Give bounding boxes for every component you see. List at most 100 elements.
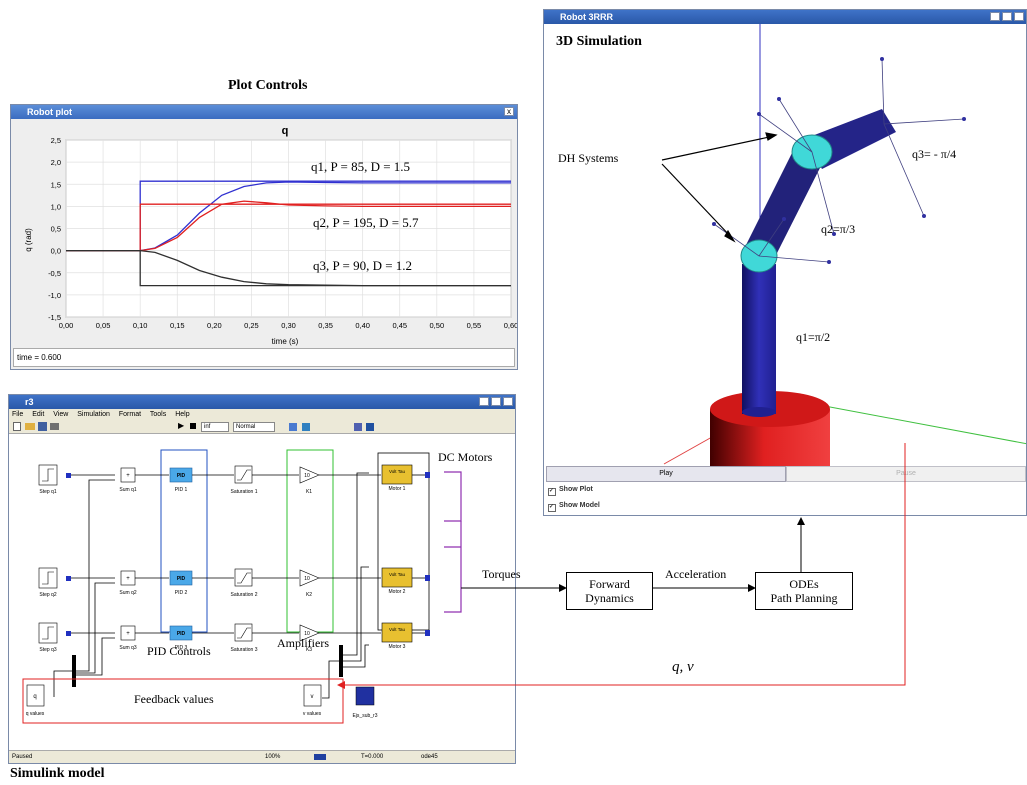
scope-icon[interactable] bbox=[366, 423, 374, 431]
sum-label: Sum q3 bbox=[119, 645, 136, 651]
feedback-values-label: Feedback values bbox=[134, 692, 214, 706]
motor-block bbox=[381, 567, 413, 588]
menu-view[interactable]: View bbox=[53, 411, 69, 418]
show-model-checkbox[interactable]: ✓Show Model bbox=[548, 502, 600, 512]
x-tick-label: 0,05 bbox=[96, 321, 111, 330]
maximize-icon[interactable] bbox=[491, 397, 501, 406]
odes-box: ODEs Path Planning bbox=[755, 572, 853, 610]
print-icon[interactable] bbox=[50, 423, 59, 430]
y-tick-label: 1,0 bbox=[51, 202, 61, 211]
svg-text:+: + bbox=[126, 473, 130, 479]
sim-time: T=0.000 bbox=[361, 754, 384, 760]
x-tick-label: 0,15 bbox=[170, 321, 185, 330]
forward-dynamics-line2: Dynamics bbox=[585, 591, 634, 605]
motor-port bbox=[425, 575, 430, 581]
save-icon[interactable] bbox=[38, 422, 47, 431]
play-label: Play bbox=[659, 470, 673, 477]
gain-block bbox=[299, 569, 320, 587]
q1-label: q1=π/2 bbox=[796, 330, 831, 344]
new-icon[interactable] bbox=[13, 422, 21, 431]
menu-format[interactable]: Format bbox=[118, 411, 142, 418]
pid-label: PID 3 bbox=[175, 645, 188, 651]
minimize-icon[interactable] bbox=[479, 397, 489, 406]
menu-edit[interactable]: Edit bbox=[32, 411, 45, 418]
odes-line2: Path Planning bbox=[770, 591, 838, 605]
maximize-icon[interactable] bbox=[1002, 12, 1012, 21]
close-icon[interactable]: x bbox=[504, 107, 514, 116]
q-values-glyph: q bbox=[33, 694, 36, 700]
zoom-level: 100% bbox=[265, 754, 281, 760]
pid-controls-label: PID Controls bbox=[147, 644, 211, 658]
step-label: Step q3 bbox=[39, 647, 56, 653]
open-icon[interactable] bbox=[25, 423, 35, 430]
dh-systems-label: DH Systems bbox=[558, 151, 619, 165]
dh-frame-lines bbox=[713, 58, 965, 263]
mux-right bbox=[339, 645, 343, 677]
pid-label: PID 2 bbox=[175, 590, 188, 596]
y-tick-label: 2,5 bbox=[51, 136, 61, 145]
stop-time-input[interactable]: inf bbox=[201, 422, 229, 432]
svg-text:10: 10 bbox=[304, 631, 310, 637]
menu-bar: File Edit View Simulation Format Tools H… bbox=[9, 409, 515, 420]
y-tick-label: 1,5 bbox=[51, 180, 61, 189]
time-status-field: time = 0.600 bbox=[13, 348, 515, 367]
simulink-model-heading: Simulink model bbox=[10, 766, 105, 781]
y-tick-label: -1,5 bbox=[48, 313, 61, 322]
x-axis-line bbox=[813, 403, 1026, 445]
debug-icon[interactable] bbox=[354, 423, 362, 431]
play-button[interactable]: Play bbox=[546, 466, 786, 482]
library-icon[interactable] bbox=[289, 423, 297, 431]
step-port bbox=[66, 576, 71, 581]
q3-label: q3= - π/4 bbox=[912, 147, 957, 161]
motor-port bbox=[425, 630, 430, 636]
window-title: Robot plot bbox=[27, 107, 72, 117]
robot-3d-view[interactable] bbox=[544, 24, 1027, 474]
menu-help[interactable]: Help bbox=[175, 411, 190, 418]
robot-column bbox=[742, 264, 776, 414]
menu-tools[interactable]: Tools bbox=[149, 411, 167, 418]
step-label: Step q2 bbox=[39, 592, 56, 598]
sim-window-titlebar[interactable]: Robot 3RRR bbox=[544, 10, 1026, 24]
motor-label: Motor 3 bbox=[389, 644, 406, 650]
minimize-icon[interactable] bbox=[990, 12, 1000, 21]
x-tick-label: 0,00 bbox=[59, 321, 74, 330]
sim-heading: 3D Simulation bbox=[556, 34, 642, 49]
saturation-label: Saturation 2 bbox=[231, 592, 258, 598]
menu-simulation[interactable]: Simulation bbox=[77, 411, 110, 418]
y-tick-label: 0,0 bbox=[51, 247, 61, 256]
motor-block bbox=[381, 622, 413, 643]
dc-motors-label: DC Motors bbox=[438, 450, 493, 464]
odes-line1: ODEs bbox=[789, 577, 819, 591]
show-plot-checkbox[interactable]: ✓Show Plot bbox=[548, 486, 593, 496]
q-values-label: q values bbox=[26, 711, 45, 717]
y-axis-label: q (rad) bbox=[24, 228, 33, 252]
x-tick-label: 0,20 bbox=[207, 321, 222, 330]
saturation-block bbox=[234, 623, 253, 642]
gain-block bbox=[299, 466, 320, 484]
mode-select[interactable]: Normal bbox=[233, 422, 275, 432]
step-port bbox=[66, 473, 71, 478]
mode-value: Normal bbox=[236, 424, 256, 430]
x-tick-label: 0,25 bbox=[244, 321, 259, 330]
close-icon[interactable] bbox=[503, 397, 513, 406]
gain-label: K3 bbox=[306, 647, 312, 653]
simulink-titlebar[interactable]: r3 bbox=[9, 395, 515, 409]
menu-file[interactable]: File bbox=[12, 411, 24, 418]
start-icon[interactable]: ▶ bbox=[178, 421, 185, 430]
pause-button[interactable]: Pause bbox=[786, 466, 1026, 482]
mux-left bbox=[72, 655, 76, 687]
forward-dynamics-box: Forward Dynamics bbox=[566, 572, 653, 610]
stop-icon[interactable] bbox=[190, 423, 196, 429]
svg-text:Volt Tau: Volt Tau bbox=[389, 627, 405, 632]
x-tick-label: 0,30 bbox=[281, 321, 296, 330]
x-axis-label: time (s) bbox=[272, 337, 299, 346]
plot-window-titlebar[interactable]: Robot plot bbox=[11, 105, 517, 119]
svg-text:+: + bbox=[126, 576, 130, 582]
close-icon[interactable] bbox=[1014, 12, 1024, 21]
show-model-label: Show Model bbox=[559, 502, 600, 509]
model-explorer-icon[interactable] bbox=[302, 423, 310, 431]
saturation-block bbox=[234, 568, 253, 587]
motor-block bbox=[381, 464, 413, 485]
